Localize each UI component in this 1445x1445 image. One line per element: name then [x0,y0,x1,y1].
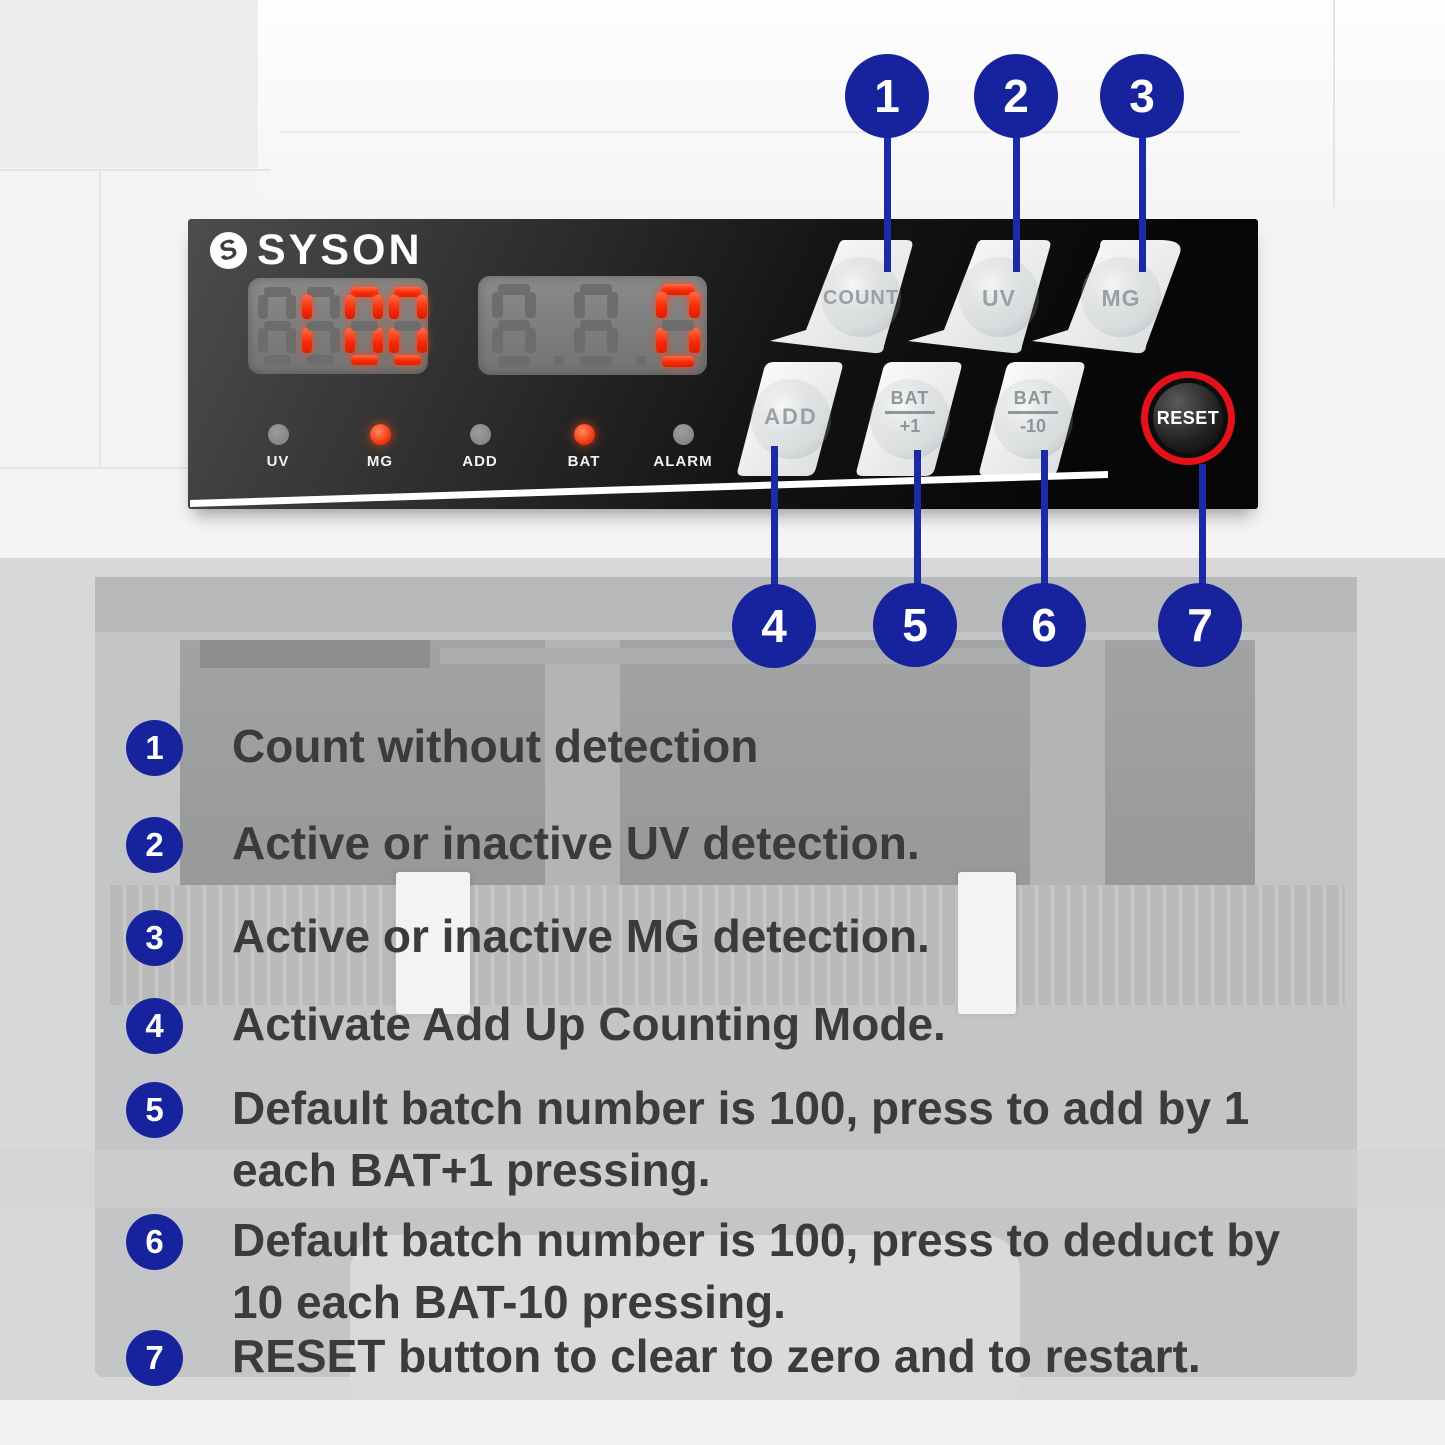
machine-guide [1030,640,1105,900]
fraction-rule [1008,411,1058,414]
legend-text: Default batch number is 100, press to ad… [232,1082,1250,1134]
legend-item-6: 6 Default batch number is 100, press to … [126,1214,1280,1333]
legend-bullet: 1 [126,720,183,776]
fraction-rule [885,411,935,414]
reset-button[interactable]: RESET [1141,371,1235,465]
reset-button-face[interactable]: RESET [1153,383,1223,453]
indicator-bat: BAT [539,424,629,470]
mg-button-label[interactable]: MG [1101,285,1141,311]
led-dot [469,424,491,445]
led-dot [369,424,391,445]
led-dot [672,424,694,445]
legend-text: Count without detection [232,720,759,772]
callout-line-7 [1199,464,1206,586]
legend-bullet: 4 [126,998,183,1054]
machine-seam [0,169,270,171]
callout-6: 6 [1002,583,1086,667]
legend-item-1: 1 Count without detection [126,720,758,777]
legend-bullet: 6 [126,1214,183,1270]
machine-tray [350,1235,1020,1420]
callout-4: 4 [732,584,816,668]
legend-text: Active or inactive UV detection. [232,817,920,869]
callout-1: 1 [845,54,929,138]
callout-line-4 [771,446,778,586]
callout-7: 7 [1158,583,1242,667]
machine-hopper-shadow [95,577,1357,632]
machine-seam [280,131,1240,133]
legend-item-3: 3 Active or inactive MG detection. [126,910,930,967]
brand-logo: S SYSON [210,225,423,274]
machine-guide [545,640,620,900]
led-label: BAT [567,453,601,470]
uv-button-label[interactable]: UV [982,285,1016,311]
brand-name: SYSON [257,225,423,274]
legend-text: RESET button to clear to zero and to res… [232,1330,1201,1382]
legend-item-4: 4 Activate Add Up Counting Mode. [126,998,946,1055]
machine-stacker-slats [110,885,1345,1005]
add-button-label[interactable]: ADD [764,404,818,429]
machine-roller [200,640,430,668]
led-label: ADD [462,453,498,470]
legend-bullet: 2 [126,817,183,873]
legend-text: Active or inactive MG detection. [232,910,930,962]
count-display [478,276,707,375]
key-emboss [1081,257,1161,337]
legend-text: Activate Add Up Counting Mode. [232,998,946,1050]
legend-item-7: 7 RESET button to clear to zero and to r… [126,1330,1201,1387]
panel-trim-stripe [190,471,1108,507]
bat-plus1-button-label[interactable]: BAT +1 [875,388,945,437]
batch-display [248,278,428,374]
machine-slot [958,872,1016,1014]
callout-line-6 [1041,450,1048,586]
machine-roller [440,648,1020,664]
callout-line-2 [1013,134,1020,272]
legend-text: 10 each BAT-10 pressing. [232,1276,786,1328]
syson-logo-icon: S [210,231,247,269]
led-label: ALARM [653,453,713,470]
machine-table-edge [0,1150,1445,1208]
callout-line-3 [1139,134,1146,272]
legend-item-2: 2 Active or inactive UV detection. [126,817,920,874]
machine-seam [1333,0,1335,207]
reset-label: RESET [1156,407,1220,428]
key-emboss [870,379,950,459]
led-label: UV [266,453,290,470]
legend-bullet: 5 [126,1082,183,1138]
indicator-uv: UV [233,424,323,470]
legend-text: Default batch number is 100, press to de… [232,1214,1281,1266]
machine-seam [99,172,101,467]
count-button-label[interactable]: COUNT [822,287,900,309]
callout-2: 2 [974,54,1058,138]
key-emboss [993,379,1073,459]
indicator-add: ADD [435,424,525,470]
legend-text: each BAT+1 pressing. [232,1144,711,1196]
led-dot [573,424,595,445]
bat-minus10-button-label[interactable]: BAT -10 [998,388,1068,437]
legend-bullet: 3 [126,910,183,966]
key-emboss [959,257,1039,337]
callout-3: 3 [1100,54,1184,138]
indicator-alarm: ALARM [638,424,728,470]
callout-line-1 [884,134,891,272]
led-dot [267,424,289,445]
indicator-mg: MG [335,424,425,470]
callout-line-5 [914,450,921,586]
key-emboss [751,379,831,459]
panel-buttons-graphic [190,240,1181,507]
callout-5: 5 [873,583,957,667]
legend-bullet: 7 [126,1330,183,1386]
legend-item-5: 5 Default batch number is 100, press to … [126,1082,1249,1201]
logo-letter: S [215,232,242,267]
machine-slot [396,872,470,1014]
background-bottom [0,1400,1445,1445]
key-emboss [821,257,901,337]
machine-seam [0,467,190,469]
led-label: MG [366,453,394,470]
